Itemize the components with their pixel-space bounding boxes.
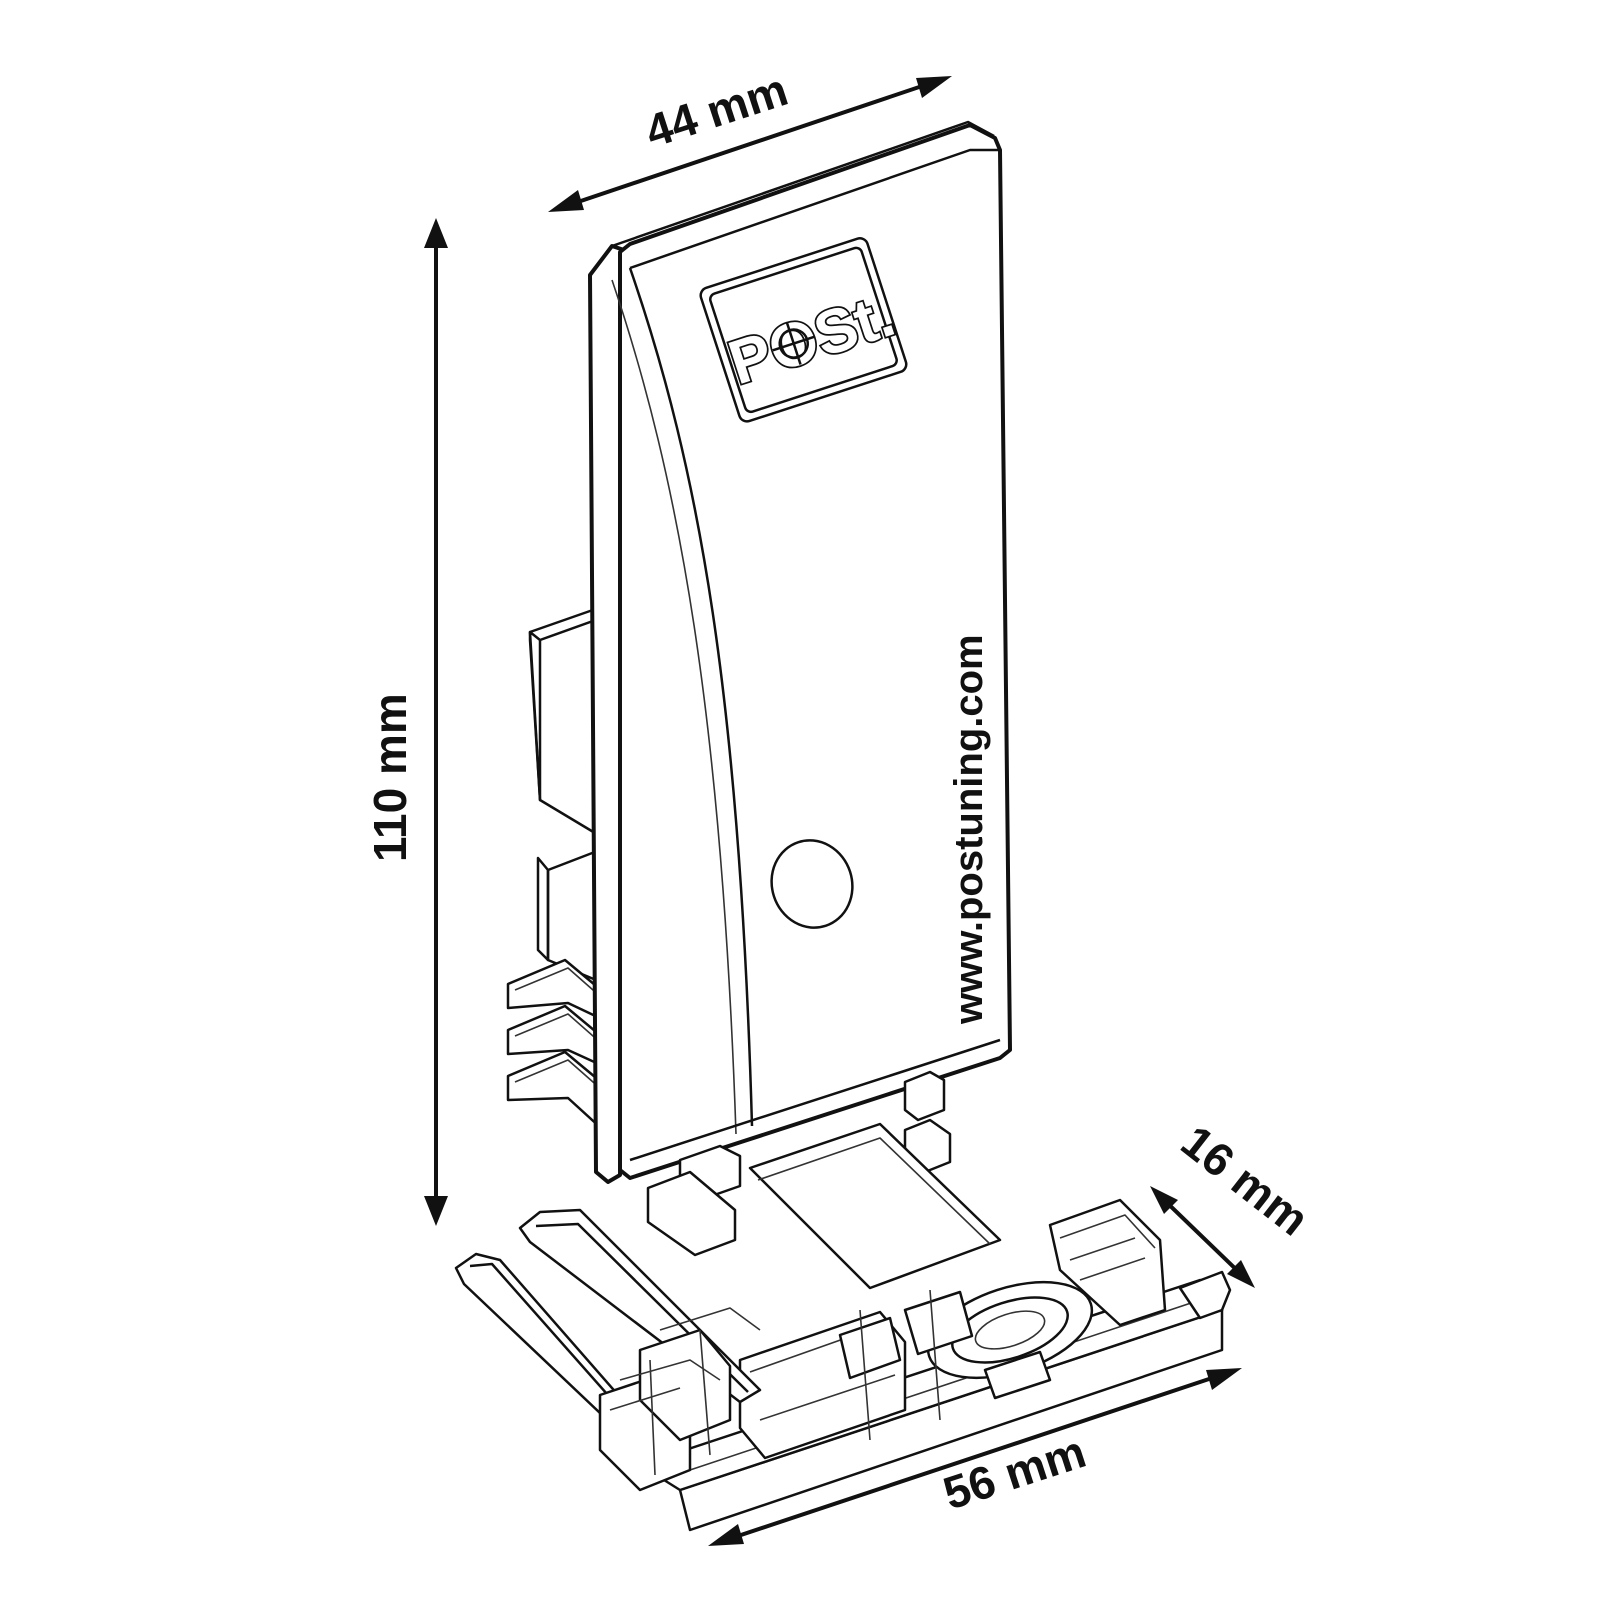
spring-arm-right — [518, 1208, 762, 1442]
rotary-mount — [926, 1280, 1094, 1400]
base-inner-structure — [738, 1289, 974, 1460]
logo-badge: POSt. — [699, 237, 908, 423]
main-panel — [588, 120, 1012, 1184]
arm-detail-lines — [609, 1307, 761, 1476]
dimension-depth: 16 mm — [1150, 1115, 1319, 1288]
panel-hole — [770, 839, 854, 929]
crosshair-icon — [772, 322, 816, 365]
dimension-height: 110 mm — [364, 218, 448, 1226]
front-clip-tabs — [646, 1070, 952, 1257]
dimension-label-110mm: 110 mm — [364, 693, 416, 862]
dimension-label-44mm: 44 mm — [639, 63, 794, 157]
connector-plate — [748, 1122, 1002, 1290]
website-url: www.postuning.com — [947, 634, 991, 1025]
